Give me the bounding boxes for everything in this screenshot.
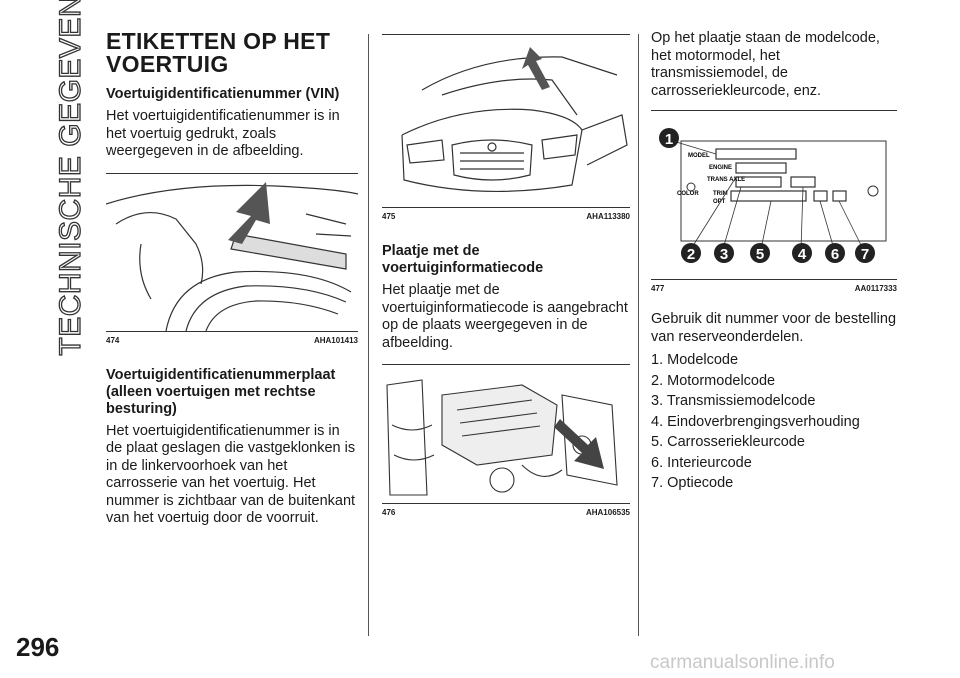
section-heading-vin: Voertuigidentificatienummer (VIN) <box>106 86 340 102</box>
callout-1: 1 <box>665 131 673 148</box>
column-3: Op het plaatje staan de modelcode, het m… <box>651 30 897 493</box>
plate-label-engine: ENGINE <box>709 165 732 171</box>
figure-caption-475: 475 AHA113380 <box>382 212 630 221</box>
figure-caption-477: 477 AA0117333 <box>651 284 897 293</box>
section-text-info-plate: Het plaatje met de voertuiginformatiecod… <box>382 282 628 351</box>
figure-bottom-rule <box>382 503 630 504</box>
column-divider <box>368 34 369 636</box>
figure-bottom-rule <box>106 330 358 332</box>
callout-6: 6 <box>831 246 839 263</box>
figure-caption-476: 476 AHA106535 <box>382 508 630 517</box>
column-2: 475 AHA113380 Plaatje met de voertuiginf… <box>382 34 630 517</box>
list-item: 2. Motormodelcode <box>651 372 776 389</box>
page-title: ETIKETTEN OP HET VOERTUIG <box>106 28 331 77</box>
list-item: 5. Carrosseriekleurcode <box>651 434 805 450</box>
callout-3: 3 <box>720 246 728 263</box>
chapter-side-tab: TECHNISCHE GEGEVENS <box>53 0 87 356</box>
page-number: 296 <box>16 632 60 662</box>
figure-477-plate-diagram: MODEL ENGINE TRANS AXLE COLOR TRIM OPT 1… <box>659 128 887 263</box>
callout-4: 4 <box>798 246 807 263</box>
figure-475-truck-front-illustration <box>401 47 628 193</box>
figure-bottom-rule <box>382 207 630 208</box>
figure-caption-474: 474 AHA101413 <box>106 335 358 345</box>
figure-476-engine-illustration <box>386 379 618 496</box>
column-divider <box>638 34 639 636</box>
plate-intro-text: Op het plaatje staan de modelcode, het m… <box>651 30 880 99</box>
usage-text: Gebruik dit nummer voor de bestelling va… <box>651 311 897 345</box>
plate-label-model: MODEL <box>688 153 710 159</box>
callout-7: 7 <box>861 246 869 263</box>
figure-bottom-rule <box>651 279 897 280</box>
plate-label-color: COLOR <box>677 191 699 197</box>
plate-label-opt: OPT <box>713 199 726 205</box>
figure-top-rule <box>382 34 630 35</box>
list-item: 4. Eindoverbrengingsverhouding <box>651 413 860 430</box>
plate-label-trans-axle: TRANS AXLE <box>707 177 745 183</box>
plate-label-trim: TRIM <box>713 191 728 197</box>
section-text-vin: Het voertuigidentificatienummer is in he… <box>106 108 340 159</box>
footer-watermark: carmanualsonline.info <box>650 652 835 673</box>
figure-top-rule <box>651 110 897 111</box>
list-item: 1. Modelcode <box>651 352 739 368</box>
list-item: 6. Interieurcode <box>651 454 752 471</box>
column-1: ETIKETTEN OP HET VOERTUIG Voertuigidenti… <box>106 30 358 528</box>
figure-top-rule <box>382 364 630 365</box>
section-heading-vin-plate: Voertuigidentificatienummerplaat (alleen… <box>106 366 336 417</box>
list-item: 3. Transmissiemodelcode <box>651 393 816 409</box>
list-item: 7. Optiecode <box>651 475 734 491</box>
section-text-vin-plate: Het voertuigidentificatienummer is in de… <box>106 422 356 527</box>
callout-5: 5 <box>756 246 764 263</box>
section-heading-info-plate: Plaatje met de voertuiginformatiecode <box>382 243 544 276</box>
figure-474-engine-bay-illustration <box>106 181 358 331</box>
figure-top-rule <box>106 172 358 174</box>
callout-2: 2 <box>687 246 695 263</box>
